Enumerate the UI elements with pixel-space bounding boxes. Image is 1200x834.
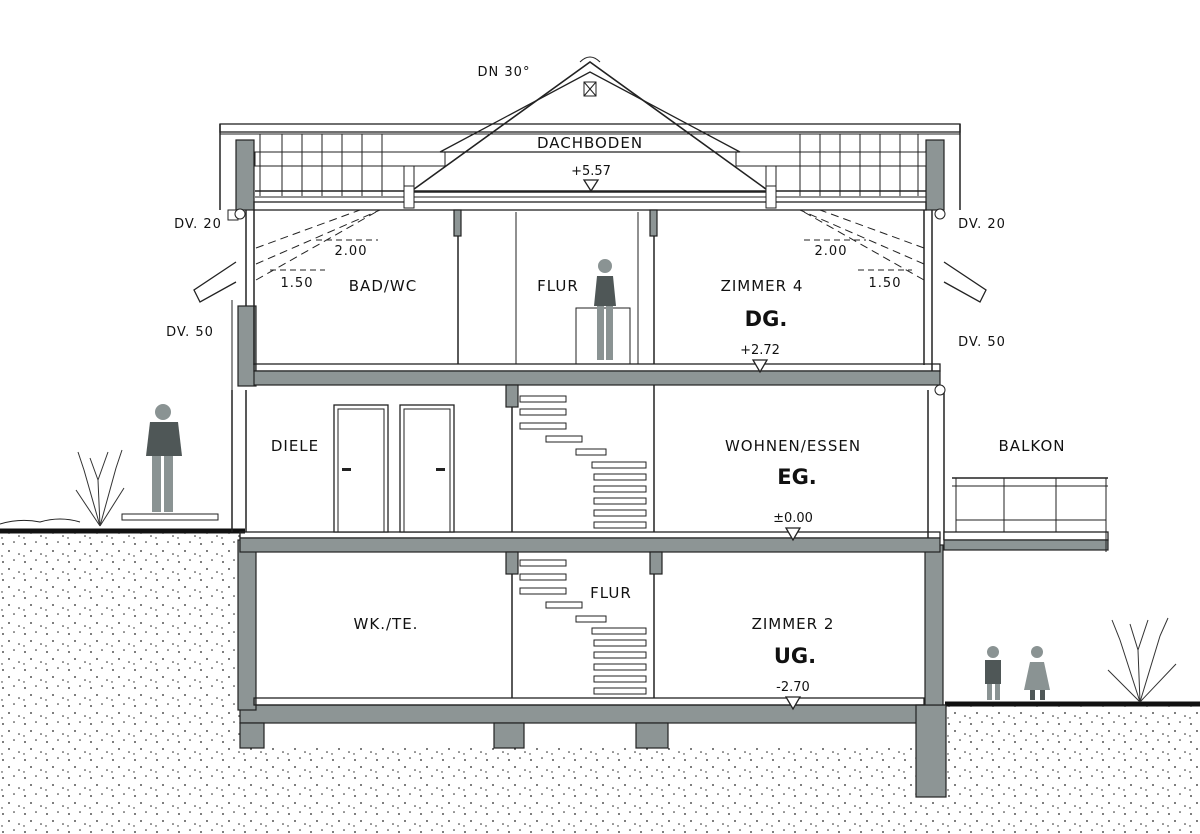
attic-label: DACHBODEN	[537, 134, 643, 152]
floor-code-dg: DG.	[745, 307, 788, 331]
slope-height-left-upper: 2.00	[335, 244, 368, 259]
person-woman-dg	[594, 259, 616, 360]
level-marker-attic: +5.57	[571, 164, 611, 193]
staircase-eg	[519, 395, 647, 529]
child-boy	[985, 646, 1001, 700]
room-zimmer-2: ZIMMER 2	[752, 615, 835, 633]
staircase-ug	[519, 559, 647, 695]
child-girl	[1024, 646, 1050, 700]
bench-exterior	[121, 513, 219, 521]
room-wk-te: WK./TE.	[354, 615, 419, 633]
slope-height-left-lower: 1.50	[281, 276, 314, 291]
slope-dashed-right	[799, 209, 925, 281]
level-dg-label: +2.72	[740, 343, 780, 358]
slope-height-right-lower: 1.50	[869, 276, 902, 291]
slope-height-right-upper: 2.00	[815, 244, 848, 259]
door-left	[333, 404, 389, 533]
balcony-label: BALKON	[999, 437, 1066, 455]
floor-slabs	[239, 201, 941, 706]
door-right	[399, 404, 455, 533]
level-marker-ug: -2.70	[776, 680, 810, 711]
level-ug-label: -2.70	[776, 680, 810, 695]
roof-pitch-label: DN 30°	[478, 65, 531, 80]
room-zimmer-4: ZIMMER 4	[721, 277, 804, 295]
balcony	[943, 477, 1109, 552]
eave-right	[934, 208, 987, 396]
slope-dashed-left	[255, 209, 381, 281]
room-bad-wc: BAD/WC	[349, 277, 417, 295]
roof-structure	[219, 56, 961, 210]
outer-walls	[231, 139, 945, 711]
soil-area	[0, 532, 1200, 834]
eave-left-dv20: DV. 20	[174, 217, 222, 232]
floor-code-eg: EG.	[777, 465, 817, 489]
eave-right-dv50: DV. 50	[958, 335, 1006, 350]
person-man-exterior	[146, 404, 182, 512]
level-marker-dg: +2.72	[740, 343, 780, 374]
eave-left	[193, 208, 246, 390]
eave-right-dv20: DV. 20	[958, 217, 1006, 232]
room-flur-ug: FLUR	[590, 584, 632, 602]
level-attic-label: +5.57	[571, 164, 611, 179]
room-diele: DIELE	[271, 437, 319, 455]
level-eg-label: ±0.00	[773, 511, 813, 526]
shrub-left	[75, 449, 125, 527]
shrub-right	[1107, 617, 1177, 703]
room-flur-dg: FLUR	[537, 277, 579, 295]
eave-left-dv50: DV. 50	[166, 325, 214, 340]
floor-code-ug: UG.	[774, 644, 816, 668]
level-marker-eg: ±0.00	[773, 511, 813, 542]
ground-line	[0, 518, 1200, 707]
interior-walls	[457, 212, 655, 698]
room-wohnen-essen: WOHNEN/ESSEN	[725, 437, 861, 455]
